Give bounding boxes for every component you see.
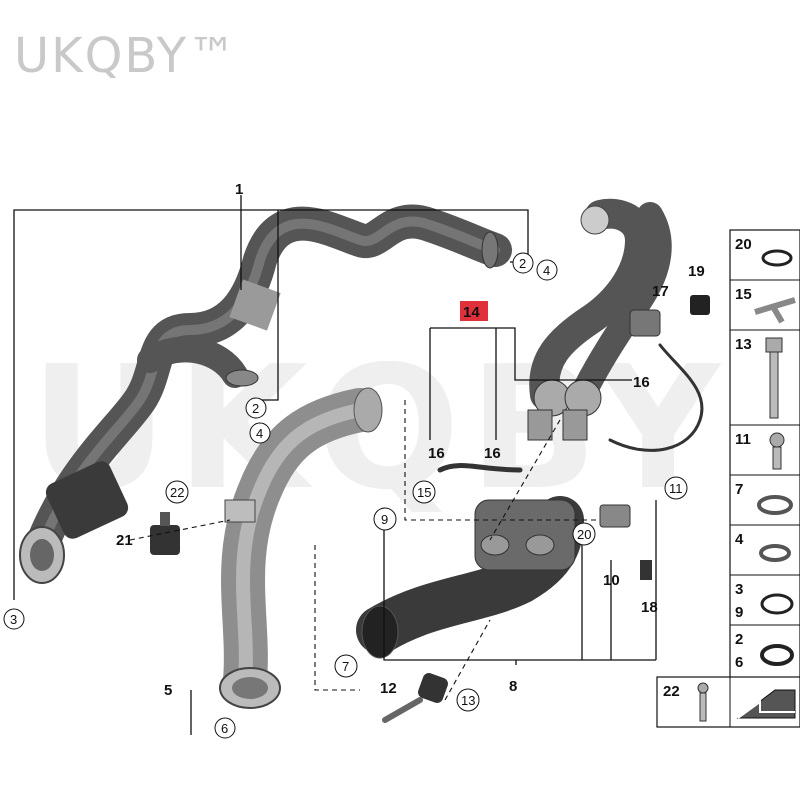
legend-11: 11 xyxy=(735,431,751,448)
circle-callout-11: 11 xyxy=(664,476,688,500)
circle-callouts: 2 4 2 4 3 6 7 9 11 13 15 20 22 xyxy=(3,252,688,739)
charge-pipe-5 xyxy=(219,387,383,709)
legend-22: 22 xyxy=(663,683,680,700)
circle-callout-20: 20 xyxy=(572,522,596,546)
circle-callout-13: 13 xyxy=(456,688,480,712)
callout-19: 19 xyxy=(688,263,705,280)
legend-6: 6 xyxy=(735,654,743,671)
callout-18: 18 xyxy=(641,599,658,616)
legend-7: 7 xyxy=(735,481,743,498)
intake-hose-7 xyxy=(356,496,584,659)
circle-callout-7: 7 xyxy=(334,654,358,678)
callout-14: 14 xyxy=(463,304,480,321)
callout-16-left: 16 xyxy=(428,445,445,462)
svg-text:2: 2 xyxy=(252,401,259,416)
circle-callout-9: 9 xyxy=(373,507,397,531)
callout-16-right: 16 xyxy=(633,374,650,391)
svg-text:15: 15 xyxy=(417,485,431,500)
callout-10: 10 xyxy=(603,572,620,589)
svg-text:4: 4 xyxy=(543,263,550,278)
circle-callout-2b: 2 xyxy=(245,397,267,419)
brand-logo: UKQBY™ xyxy=(14,28,239,84)
svg-text:20: 20 xyxy=(577,527,591,542)
circle-callout-15: 15 xyxy=(412,480,436,504)
legend-20: 20 xyxy=(735,236,752,253)
circle-callout-4a: 4 xyxy=(536,259,558,281)
hose-14-assembly xyxy=(437,198,710,580)
legend-2: 2 xyxy=(735,631,743,648)
callout-16-mid: 16 xyxy=(484,445,501,462)
leader-lines xyxy=(13,195,657,735)
svg-text:3: 3 xyxy=(10,612,17,627)
svg-text:4: 4 xyxy=(256,426,263,441)
circle-callout-6: 6 xyxy=(214,717,236,739)
circle-callout-22: 22 xyxy=(165,480,189,504)
callouts: 1 5 21 12 8 10 18 17 19 16 16 16 14 xyxy=(116,181,705,699)
svg-text:22: 22 xyxy=(170,485,184,500)
parts-legend: 20 15 13 11 7 4 3 9 2 6 22 xyxy=(656,229,800,728)
legend-13: 13 xyxy=(735,336,752,353)
callout-17: 17 xyxy=(652,283,669,300)
circle-callout-3: 3 xyxy=(3,608,25,630)
circle-callout-2a: 2 xyxy=(512,252,534,274)
svg-text:13: 13 xyxy=(461,693,475,708)
callout-5: 5 xyxy=(164,682,172,699)
svg-text:9: 9 xyxy=(381,512,388,527)
legend-9: 9 xyxy=(735,604,743,621)
legend-15: 15 xyxy=(735,286,752,303)
callout-1: 1 xyxy=(235,181,243,198)
circle-callout-4b: 4 xyxy=(249,422,271,444)
svg-text:11: 11 xyxy=(669,481,683,496)
svg-text:2: 2 xyxy=(519,256,526,271)
legend-4: 4 xyxy=(735,531,744,548)
svg-text:6: 6 xyxy=(221,721,228,736)
callout-21: 21 xyxy=(116,532,133,549)
callout-8: 8 xyxy=(509,678,517,695)
sensor-12 xyxy=(382,673,448,723)
bracket-21 xyxy=(150,512,180,555)
callout-12: 12 xyxy=(380,680,397,697)
svg-text:7: 7 xyxy=(342,659,349,674)
charge-hose-1 xyxy=(19,204,512,584)
highlight-box-14 xyxy=(460,301,488,321)
legend-3: 3 xyxy=(735,581,743,598)
